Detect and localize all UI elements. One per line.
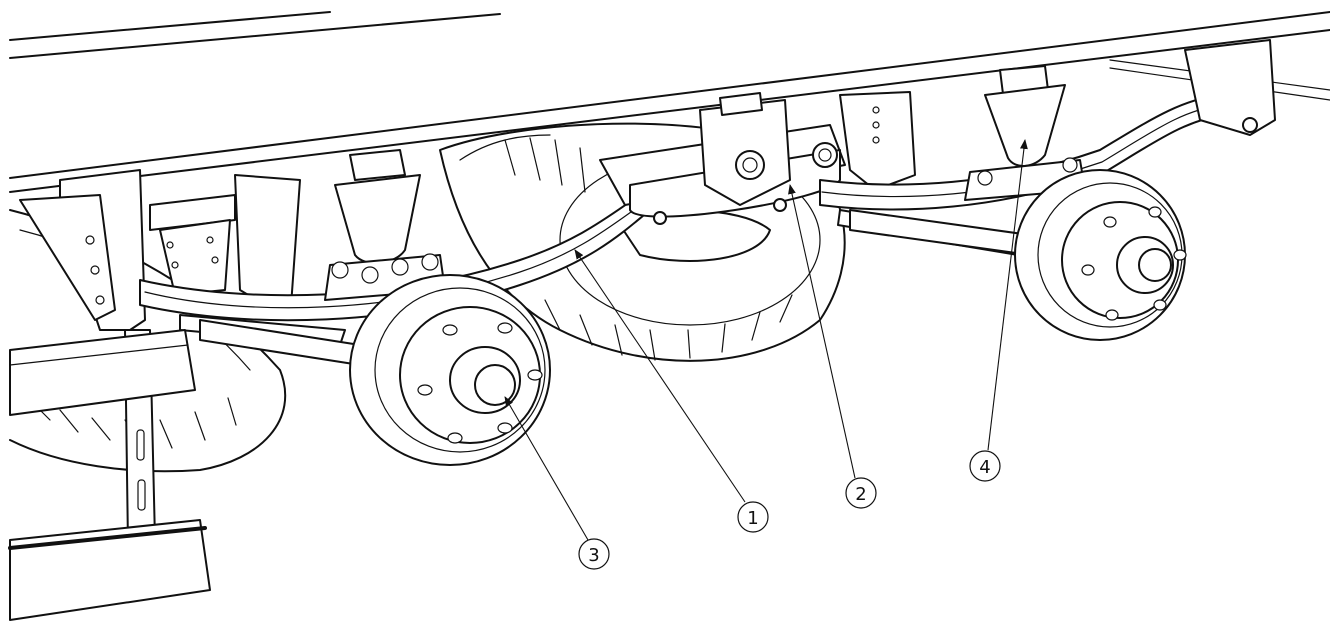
brake-drum-rear: [849, 169, 1187, 341]
callout-4-label: 4: [979, 457, 990, 478]
callout-4: 4: [969, 450, 1001, 482]
bump-stop-left: [324, 149, 446, 301]
callout-1: 1: [737, 501, 769, 533]
brake-drum-front: [349, 274, 551, 466]
callout-1-label: 1: [747, 508, 758, 529]
callout-2-label: 2: [855, 484, 866, 505]
callout-leaders: [504, 139, 1028, 541]
side-rails-lower-left: [8, 329, 211, 621]
callout-3-label: 3: [588, 545, 599, 566]
callout-2: 2: [845, 477, 877, 509]
frame-bracket-left: [19, 169, 301, 331]
frame-bracket-right: [1184, 39, 1276, 136]
callout-3: 3: [578, 538, 610, 570]
